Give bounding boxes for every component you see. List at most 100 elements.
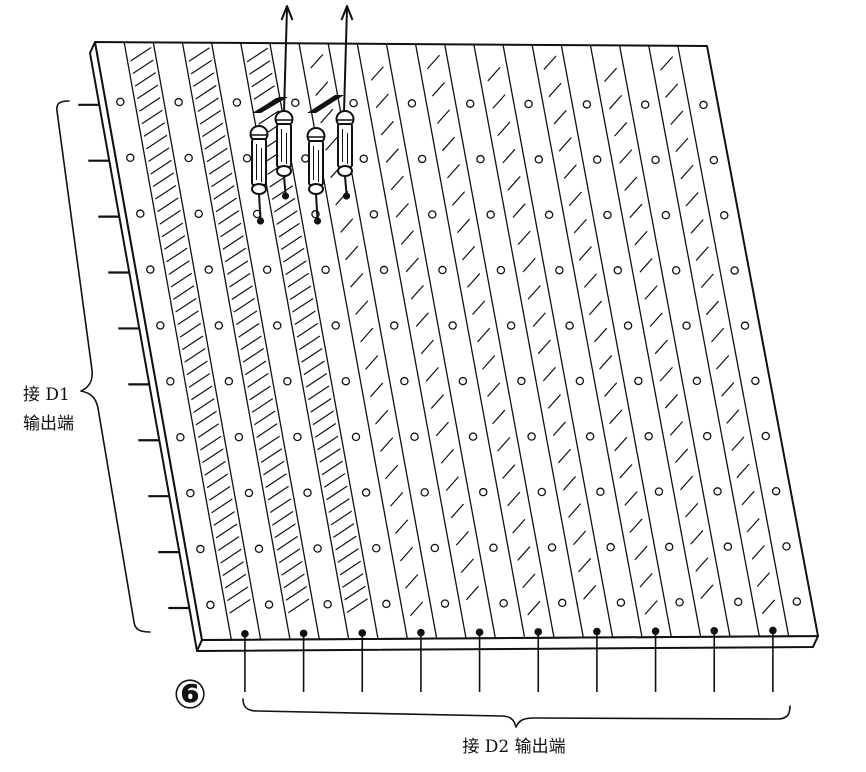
hatch-mark	[251, 398, 273, 413]
board-hole	[214, 321, 224, 330]
hatch-mark	[215, 523, 238, 539]
hatch-mark	[437, 109, 450, 124]
hatch-mark	[482, 355, 496, 370]
reed-switch-bottom-cap	[276, 165, 292, 177]
hatch-mark	[497, 437, 511, 452]
hatch-mark	[319, 448, 341, 463]
hatch-mark	[680, 475, 694, 491]
board-hole	[606, 542, 615, 552]
board-hole	[702, 431, 712, 441]
hatch-mark	[227, 586, 249, 601]
board-hole	[792, 597, 802, 606]
board-hole	[400, 376, 409, 386]
board-hole	[699, 100, 708, 110]
hatch-mark	[746, 518, 760, 533]
wire-connector	[307, 95, 344, 113]
hatch-mark	[301, 348, 323, 363]
hatch-mark	[197, 423, 219, 438]
hatch-mark	[326, 485, 348, 501]
hatch-mark	[639, 258, 653, 273]
board-hole	[499, 599, 508, 608]
hatch-mark	[279, 548, 301, 564]
hatch-mark	[507, 176, 521, 191]
hatch-mark	[267, 485, 289, 501]
hatch-mark	[258, 435, 280, 451]
lead-solder-point	[313, 217, 322, 225]
output-wire-1	[283, 7, 288, 113]
reed-switch-lead	[315, 193, 319, 220]
hatch-mark	[159, 210, 181, 225]
hatch-mark	[654, 339, 668, 355]
hatch-mark	[624, 491, 638, 506]
hatch-mark	[321, 460, 343, 476]
hatch-mark	[543, 55, 557, 70]
hatch-mark	[660, 56, 673, 71]
hatch-mark	[360, 327, 374, 343]
hatch-mark	[537, 339, 551, 355]
hatch-mark	[231, 285, 253, 300]
hatch-mark	[455, 531, 469, 546]
hatch-mark	[245, 360, 267, 376]
board-hole	[341, 376, 351, 386]
board-hole	[361, 488, 371, 497]
hatch-mark	[762, 599, 775, 614]
hatch-mark	[695, 246, 709, 261]
board-hole	[351, 432, 361, 442]
hatch-mark	[211, 172, 233, 188]
hatch-mark	[161, 222, 183, 238]
board-hole	[534, 155, 544, 164]
bottom-pin-dot	[710, 626, 719, 635]
hatch-mark	[335, 535, 357, 551]
hatch-mark	[400, 546, 414, 562]
hatch-mark	[487, 67, 501, 82]
lead-solder-point	[281, 192, 290, 200]
bottom-edge-pins	[241, 626, 777, 692]
hatch-mark	[209, 486, 231, 501]
hatch-mark	[193, 398, 215, 413]
board-hole	[730, 266, 739, 275]
left-label-line1: 接 D1	[23, 385, 70, 405]
hatch-mark	[675, 137, 689, 152]
bottom-pin-dot	[417, 628, 425, 637]
board-hole	[603, 210, 612, 220]
hatch-mark	[276, 210, 298, 225]
board-hole	[486, 210, 495, 219]
hatch-mark	[339, 560, 362, 576]
hatch-mark	[310, 54, 324, 69]
board-hole	[468, 432, 478, 441]
hatch-mark	[251, 72, 273, 88]
strip-boundary	[210, 42, 320, 640]
board-hole	[478, 487, 488, 497]
hatch-mark	[253, 85, 275, 100]
hatch-mark	[132, 59, 154, 74]
board-hole	[303, 488, 312, 498]
hatch-mark	[568, 191, 582, 206]
hatch-mark	[522, 573, 536, 588]
hatch-mark	[272, 511, 294, 526]
hatch-mark	[558, 137, 572, 152]
hatch-mark	[213, 185, 235, 200]
hatch-mark	[346, 598, 368, 613]
hatch-mark	[420, 339, 434, 355]
hatch-mark	[195, 410, 217, 426]
board-hole	[692, 376, 702, 386]
hatch-mark	[139, 97, 161, 112]
board-hole	[723, 542, 733, 551]
wire-connector	[252, 97, 288, 113]
reed-switches	[249, 110, 355, 225]
hatch-mark	[721, 382, 735, 397]
output-wires	[252, 5, 354, 113]
board-hole	[438, 265, 447, 275]
hatch-mark	[527, 600, 541, 616]
hatch-mark	[287, 273, 309, 288]
board-hole	[407, 99, 417, 108]
board-hole	[264, 600, 274, 609]
board-hole	[585, 432, 595, 441]
hatch-mark	[512, 519, 526, 534]
hatch-mark	[355, 300, 369, 315]
hatch-mark	[256, 423, 278, 438]
hatch-mark	[690, 219, 704, 234]
hatch-mark	[711, 327, 724, 343]
reed-switch-glass-tube	[251, 138, 267, 186]
hatch-mark	[395, 203, 409, 218]
